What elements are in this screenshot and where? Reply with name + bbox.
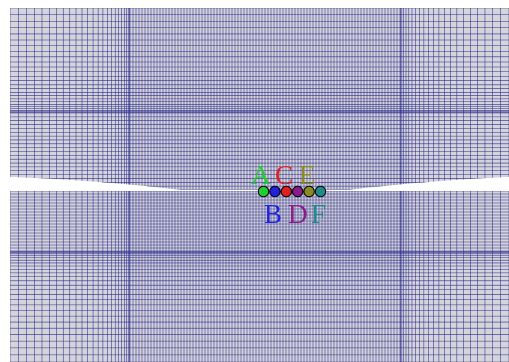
point-marker-b[interactable] [269, 185, 281, 198]
point-marker-d[interactable] [292, 185, 304, 198]
crack-gap [10, 177, 509, 191]
point-markers [257, 185, 327, 198]
point-label-a: A [251, 160, 271, 190]
point-label-b: B [264, 199, 282, 229]
lower-half-mesh [10, 191, 509, 362]
point-marker-e[interactable] [303, 185, 315, 198]
point-labels-top: A C E [251, 160, 316, 190]
point-marker-c[interactable] [280, 185, 292, 198]
point-marker-a[interactable] [257, 185, 270, 198]
point-label-f: F [311, 199, 326, 229]
point-labels-bottom: B D F [264, 199, 326, 229]
point-marker-f[interactable] [314, 185, 327, 198]
point-label-d: D [288, 199, 308, 229]
point-label-c: C [275, 160, 293, 190]
point-label-e: E [299, 160, 316, 190]
upper-half-mesh [10, 8, 509, 190]
